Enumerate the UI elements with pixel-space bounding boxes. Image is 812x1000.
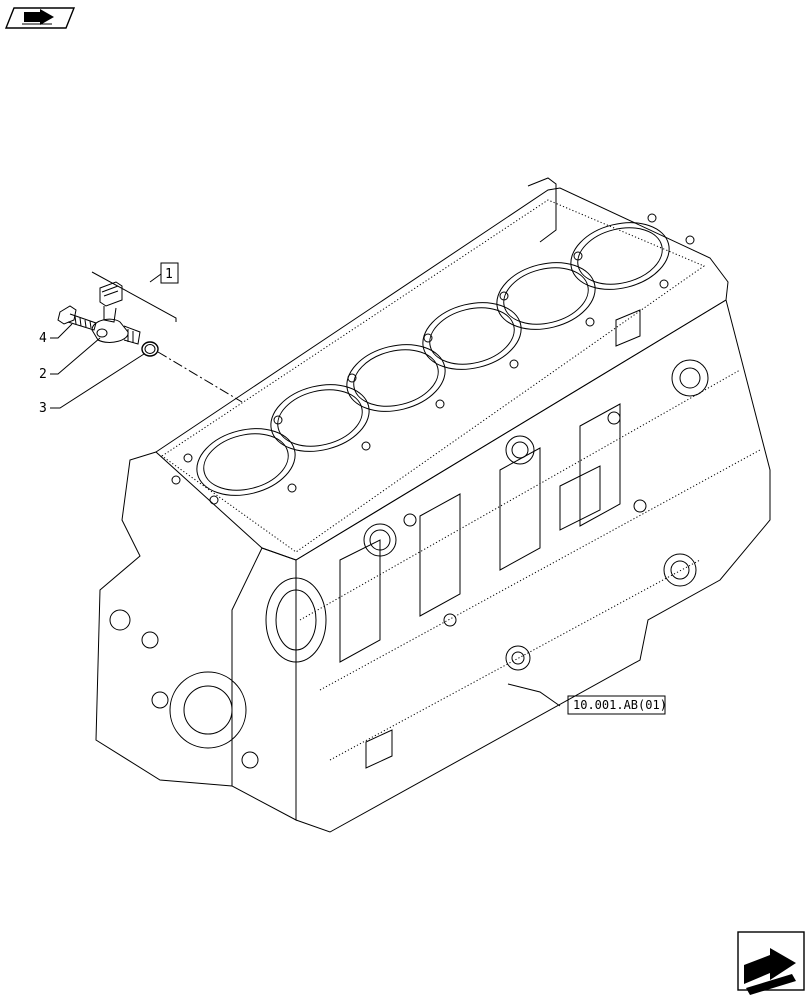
cylinder-bores: [196, 222, 670, 496]
reference-code[interactable]: 10.001.AB(01): [573, 698, 667, 712]
pressure-sensor-assembly: [57, 281, 243, 403]
callout-item-3: 3: [39, 353, 145, 416]
deck-bolt-holes: [171, 213, 695, 505]
front-housing: [169, 671, 247, 749]
callout-label-2: 2: [39, 367, 47, 382]
next-page-arrow-icon[interactable]: [737, 931, 805, 995]
block-end-face: [95, 451, 233, 787]
callout-box-1: [160, 262, 179, 284]
o-ring-part: [141, 341, 159, 357]
callout-item-2: 2: [39, 337, 101, 382]
callout-label-1: 1: [165, 267, 173, 282]
callout-label-4: 4: [39, 331, 47, 346]
engine-block-drawing: [95, 177, 771, 833]
sensor-body-part: [91, 281, 141, 345]
book-arrow-icon[interactable]: [4, 7, 76, 29]
block-side-face: [295, 299, 771, 833]
callout-item-1: 1: [91, 262, 179, 322]
block-front-face: [231, 547, 297, 821]
reference-box: [567, 695, 666, 715]
bolt-part: [57, 305, 97, 331]
callout-label-3: 3: [39, 401, 47, 416]
assembly-centerline: [157, 351, 243, 403]
callout-item-4: 4: [39, 323, 73, 346]
reference-callout[interactable]: 10.001.AB(01): [507, 683, 667, 715]
